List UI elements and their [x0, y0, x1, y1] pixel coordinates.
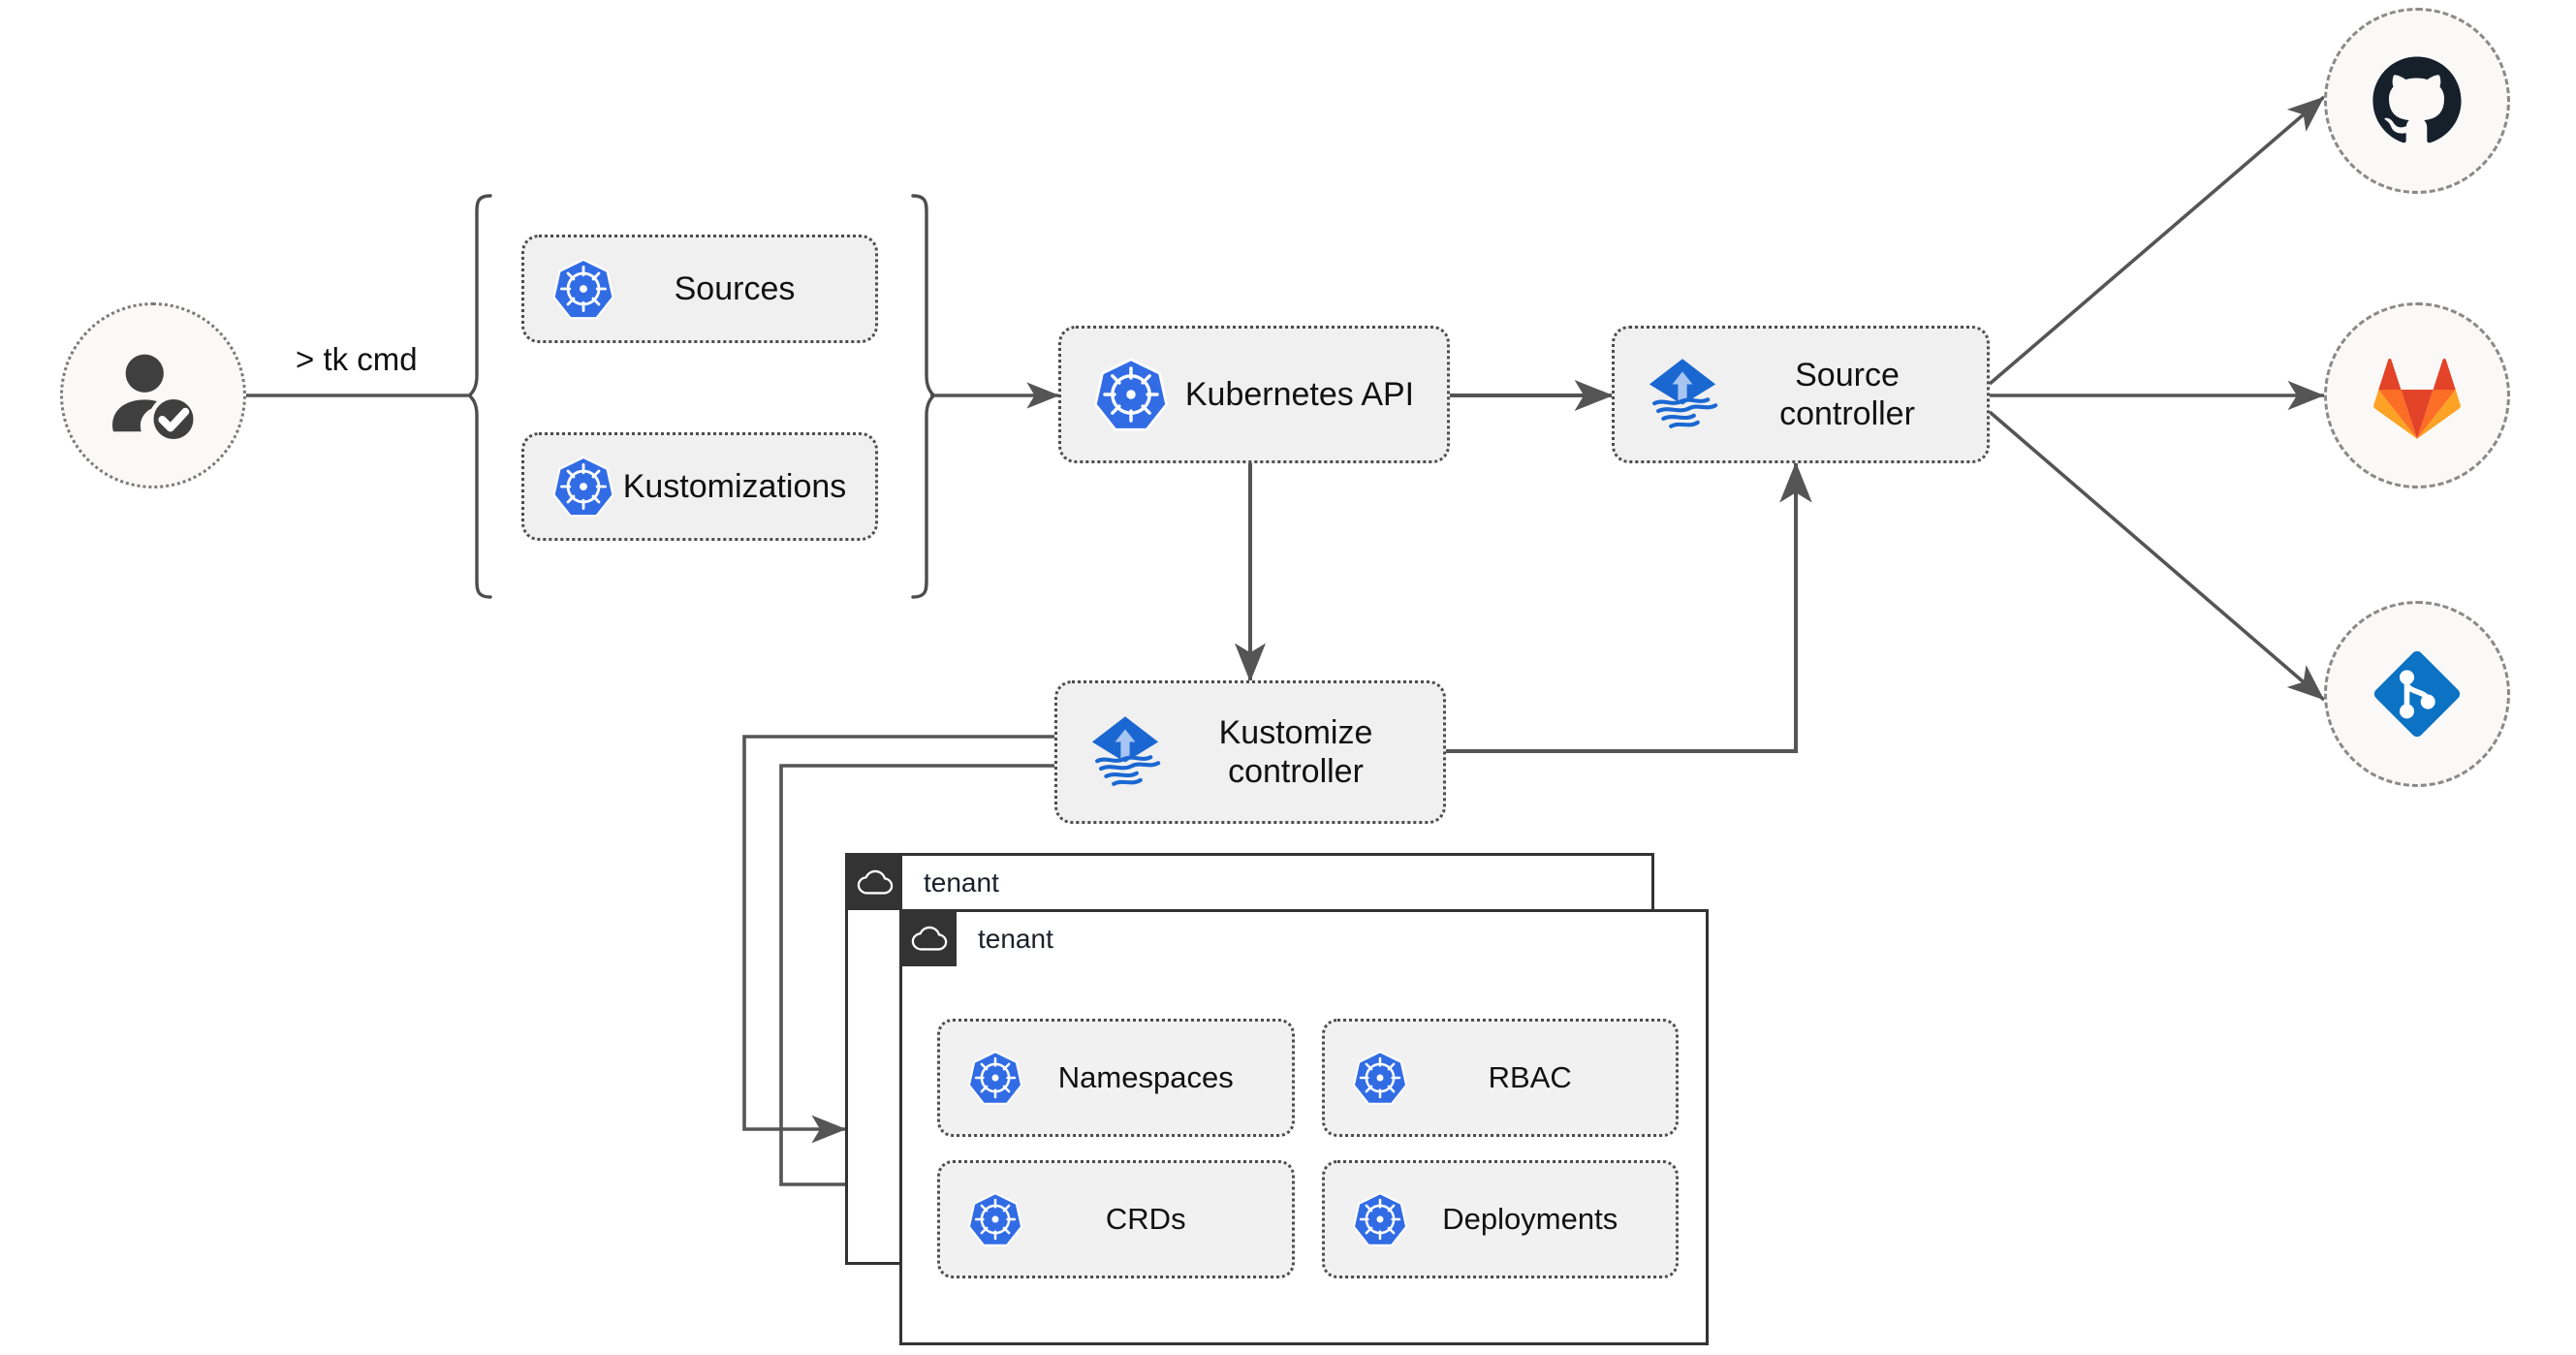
cloud-icon: [911, 926, 948, 951]
node-label: Sources: [674, 269, 796, 307]
user-check-icon: [112, 354, 199, 444]
github-icon: [2372, 56, 2462, 143]
provider-azure-devops[interactable]: [2324, 601, 2510, 787]
wire-kustomizectrl-sourcectrl: [1446, 461, 1812, 753]
node-label: Kubernetes API: [1184, 375, 1415, 413]
tenant-window-2[interactable]: tenant Namespaces: [899, 909, 1709, 1345]
kubernetes-icon: [1352, 1192, 1407, 1246]
wire-sourcectrl-github: [1988, 95, 2326, 386]
tenant-label: tenant: [978, 924, 1053, 954]
provider-gitlab[interactable]: [2324, 302, 2510, 488]
kubernetes-icon: [552, 258, 614, 320]
command-label: > tk cmd: [296, 341, 418, 377]
resource-group: [469, 192, 934, 601]
chip-label: CRDs: [1105, 1202, 1186, 1236]
tenant-label: tenant: [924, 867, 999, 898]
node-kustomizations[interactable]: Kustomizations: [521, 432, 878, 541]
flux-icon: [1091, 716, 1161, 786]
tenant-resource-grid: Namespaces RBAC: [937, 1019, 1679, 1278]
flux-icon: [1649, 359, 1718, 428]
kubernetes-icon: [1352, 1051, 1407, 1105]
provider-github[interactable]: [2324, 8, 2510, 194]
chip-crds[interactable]: CRDs: [937, 1160, 1295, 1278]
kubernetes-icon: [552, 456, 614, 518]
wire-sourcectrl-azuredevops: [1988, 410, 2326, 702]
azure-devops-icon: [2373, 650, 2461, 738]
chip-deployments[interactable]: Deployments: [1321, 1160, 1679, 1278]
tenant-header: tenant: [902, 912, 1053, 966]
node-label: Kustomize controller: [1218, 713, 1373, 790]
cloud-badge: [902, 912, 957, 966]
kubernetes-icon: [967, 1051, 1023, 1105]
tenant-header: tenant: [848, 856, 999, 910]
node-kubernetes-api[interactable]: Kubernetes API: [1058, 326, 1450, 463]
cloud-badge: [848, 856, 902, 910]
curly-braces: [469, 194, 934, 599]
gitlab-icon: [2373, 358, 2461, 439]
chip-namespaces[interactable]: Namespaces: [937, 1019, 1295, 1137]
node-label: Kustomizations: [622, 467, 847, 505]
actor-user[interactable]: [60, 302, 246, 488]
node-label: Source controller: [1779, 356, 1915, 432]
kubernetes-icon: [1093, 358, 1169, 431]
chip-label: RBAC: [1488, 1060, 1572, 1094]
kubernetes-icon: [967, 1192, 1023, 1246]
chip-label: Namespaces: [1057, 1060, 1234, 1094]
chip-label: Deployments: [1442, 1202, 1618, 1236]
node-sources[interactable]: Sources: [521, 235, 878, 343]
cloud-icon: [857, 869, 894, 895]
chip-rbac[interactable]: RBAC: [1321, 1019, 1679, 1137]
node-kustomize-controller[interactable]: Kustomize controller: [1054, 680, 1446, 824]
node-source-controller[interactable]: Source controller: [1612, 326, 1990, 463]
